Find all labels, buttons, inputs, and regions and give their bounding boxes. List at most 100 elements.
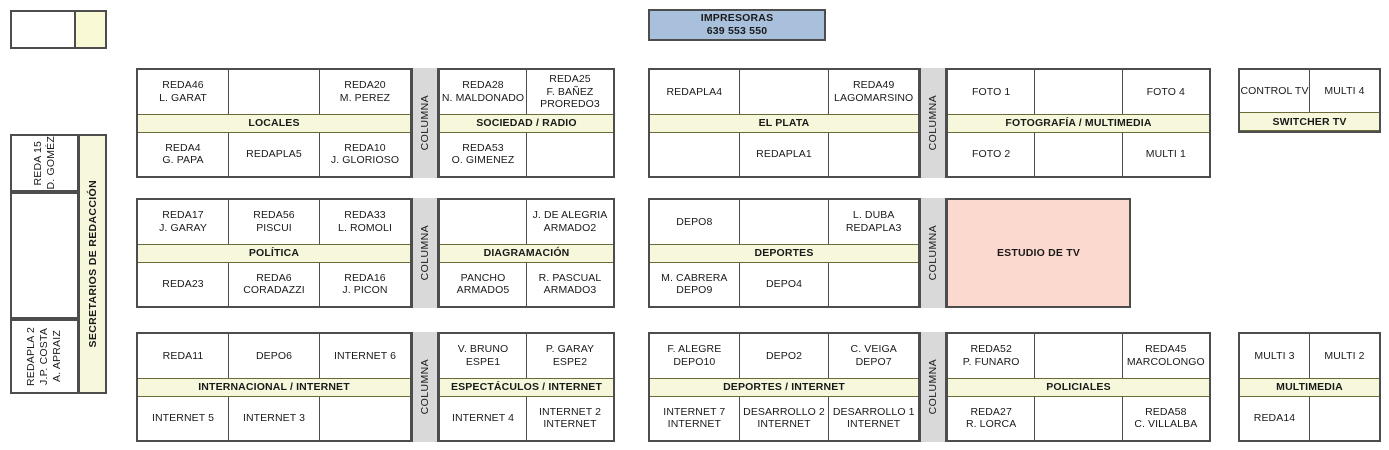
secretaries-label: SECRETARIOS DE REDACCIÓN [78,134,107,394]
desk-cell[interactable] [740,70,830,114]
desk-cell-line: DESARROLLO 1 [832,405,915,418]
desk-cell[interactable]: INTERNET 3 [229,396,320,440]
desk-cell[interactable]: DEPO2 [740,334,830,378]
desk-cell-line: REDA4 [165,141,201,154]
desk-cell-line: P. GARAY [545,343,595,356]
section-band-diagramacion: DIAGRAMACIÓN [440,243,613,263]
desk-cell[interactable]: FOTO 1 [948,70,1036,114]
desk-cell[interactable]: DEPO4 [740,262,830,306]
desk-cell[interactable] [527,133,613,177]
desk-cell[interactable]: REDA23 [138,262,229,306]
desk-cell[interactable]: INTERNET 4 [440,396,527,440]
desk-cell-line: ARMADO5 [456,284,510,297]
desk-cell[interactable] [740,200,830,244]
desk-cell[interactable]: FOTO 2 [948,132,1036,176]
desk-cell-line: CONTROL TV [1240,84,1309,97]
desk-cell-line: REDA16 [344,271,386,284]
desk-cell[interactable]: MULTI 2 [1310,334,1379,378]
desk-cell[interactable]: REDAPLA1 [740,132,830,176]
desk-cell-line: DEPO10 [673,355,716,368]
desk-cell[interactable] [650,132,740,176]
desk-cell-line: MULTI 1 [1145,148,1186,160]
desk-cell[interactable]: DEPO6 [229,334,320,378]
desk-cell[interactable] [829,263,918,307]
desk-cell[interactable] [229,70,320,114]
block-bottom-row: FOTO 2 MULTI 1 [948,132,1209,177]
desk-cell[interactable]: MULTI 4 [1310,70,1379,112]
desk-cell[interactable]: FOTO 4 [1123,70,1209,114]
columna-label: COLUMNA [419,359,431,415]
desk-cell[interactable] [1310,397,1379,441]
secretaries-cell-1[interactable] [10,192,79,319]
desk-cell[interactable]: REDAPLA5 [229,132,320,176]
section-band-sociedad-radio: SOCIEDAD / RADIO [440,113,613,133]
desk-cell[interactable]: MULTI 3 [1240,334,1310,378]
desk-cell[interactable]: REDAPLA4 [650,70,740,114]
desk-cell[interactable]: INTERNET 5 [138,396,229,440]
desk-cell[interactable] [440,200,527,244]
desk-cell-line: ARMADO3 [543,284,597,297]
desk-cell-line: FOTO 4 [1146,85,1185,98]
columna-row2-left: COLUMNA [412,198,438,308]
section-band-el-plata: EL PLATA [650,113,918,133]
printers-numbers: 639 553 550 [706,25,768,37]
desk-cell[interactable] [1035,70,1123,114]
desk-cell[interactable] [320,397,410,441]
secretaries-cell-line: D. GOMÉZ [44,136,57,190]
desk-cell[interactable]: CONTROL TV [1240,70,1310,112]
desk-cell-line: INTERNET [543,418,597,431]
desk-cell[interactable] [1035,334,1123,378]
desk-cell-line: J. GARAY [159,221,207,234]
desk-cell[interactable] [1035,396,1123,440]
desk-cell-line: INTERNET 2 [538,405,602,418]
desk-cell[interactable]: INTERNET 6 [320,334,410,378]
desk-cell[interactable] [829,133,918,177]
desk-cell[interactable]: REDA11 [138,334,229,378]
desk-cell[interactable]: REDA14 [1240,396,1310,440]
desk-cell[interactable]: MULTI 1 [1123,133,1209,177]
desk-cell[interactable] [1035,132,1123,176]
desk-cell[interactable]: DEPO8 [650,200,740,244]
